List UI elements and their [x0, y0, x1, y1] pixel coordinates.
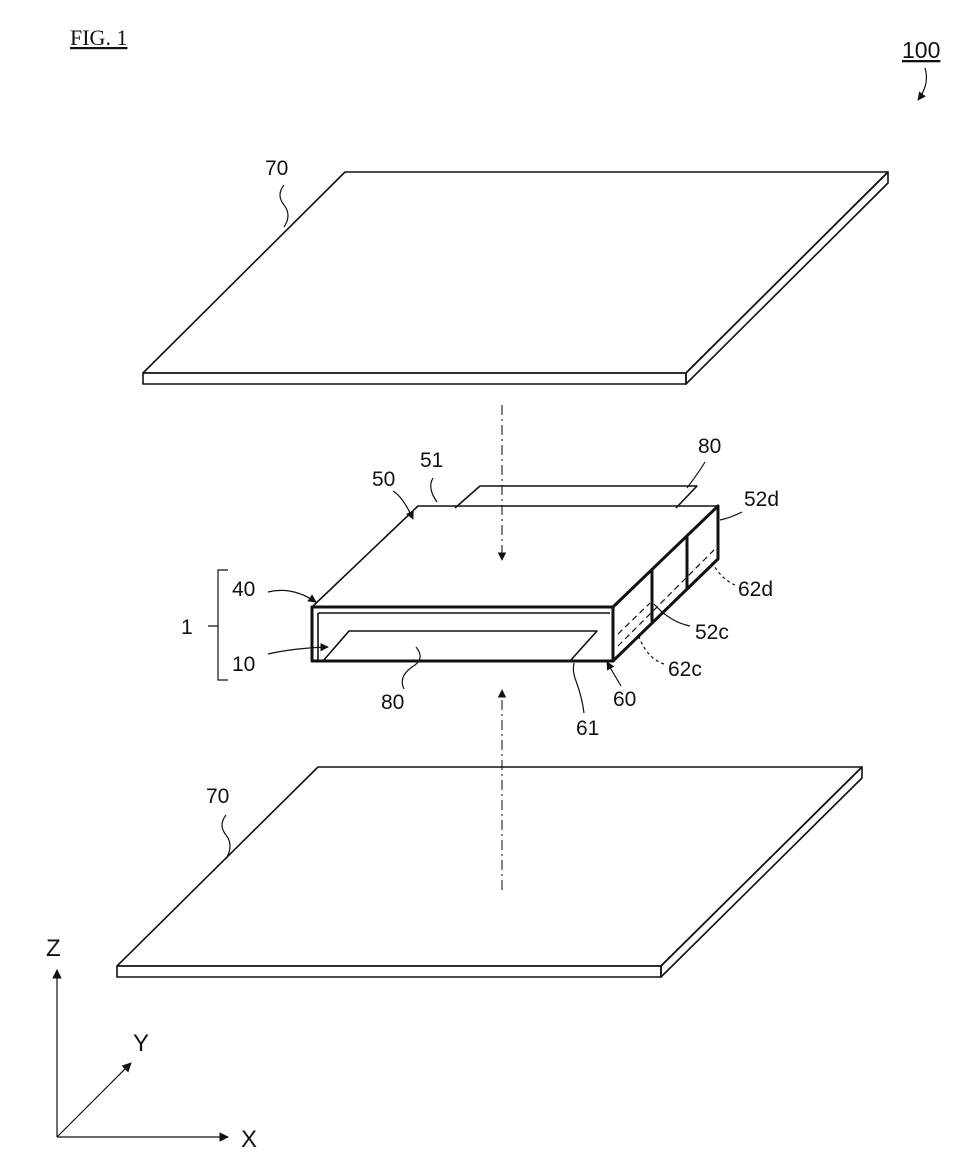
side-d-label: 52d: [744, 488, 779, 511]
layer-10-label: 10: [232, 653, 255, 676]
top-plate-leader: [280, 185, 288, 227]
top-tab: [455, 486, 697, 508]
inner-d-leader: [711, 561, 735, 585]
inner-c-label: 62c: [668, 658, 702, 681]
cover-label: 50: [372, 468, 395, 491]
assembly-ref-label: 100: [902, 37, 940, 63]
cover-leader: [393, 491, 413, 519]
side-d-leader: [720, 512, 742, 520]
y-axis-label: Y: [133, 1030, 149, 1057]
top-tab-leader: [687, 462, 705, 488]
z-axis-label: Z: [46, 935, 61, 962]
inner-d-label: 62d: [738, 578, 773, 601]
figure-title: FIG. 1: [70, 25, 127, 50]
stack-bracket: [208, 570, 228, 680]
inner-c-leader: [638, 634, 664, 664]
bottom-tab: [323, 631, 597, 661]
case-bottom-leader: [573, 663, 584, 713]
case-label: 60: [613, 688, 636, 711]
layer-40-leader: [268, 590, 316, 602]
assembly-ref-arrow: [918, 68, 926, 100]
case-bottom-label: 61: [576, 717, 599, 740]
side-c-label: 52c: [695, 621, 729, 644]
cover-top-leader: [431, 478, 437, 502]
layer-40-label: 40: [232, 578, 255, 601]
top-plate: [143, 172, 888, 384]
top-tab-label: 80: [698, 435, 721, 458]
cover-top-label: 51: [420, 449, 443, 472]
x-axis-label: X: [241, 1126, 257, 1153]
layer-10-leader: [268, 647, 328, 654]
bottom-plate-label: 70: [206, 785, 229, 808]
top-plate-label: 70: [265, 157, 288, 180]
bottom-tab-label: 80: [381, 691, 404, 714]
stack-label: 1: [181, 616, 193, 639]
battery-block: [312, 506, 718, 661]
bottom-plate-leader: [222, 815, 230, 859]
case-leader: [607, 662, 621, 686]
bottom-tab-leader: [402, 647, 420, 689]
